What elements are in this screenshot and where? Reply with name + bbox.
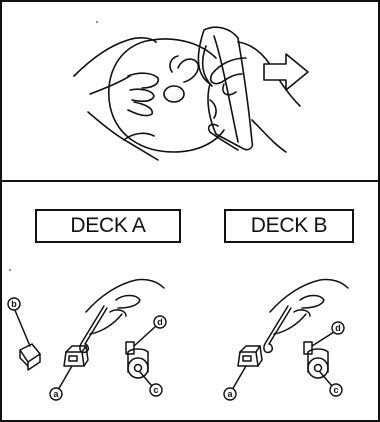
callout-b-letter: b [11,299,17,309]
callout-d-letter-deck-a: d [157,317,163,327]
arrow-right-icon [264,54,308,90]
hands-cleaning-disc-illustration [2,2,378,180]
disc-cleaning-panel [2,2,378,180]
callout-d-letter-deck-b: d [335,323,341,333]
tape-head-cleaning-illustration: b a d c a d c [2,182,378,420]
deck-cleaning-panel: DECK A DECK B [2,182,378,420]
callout-c-letter-deck-b: c [333,385,338,395]
callout-c-letter-deck-a: c [153,385,158,395]
